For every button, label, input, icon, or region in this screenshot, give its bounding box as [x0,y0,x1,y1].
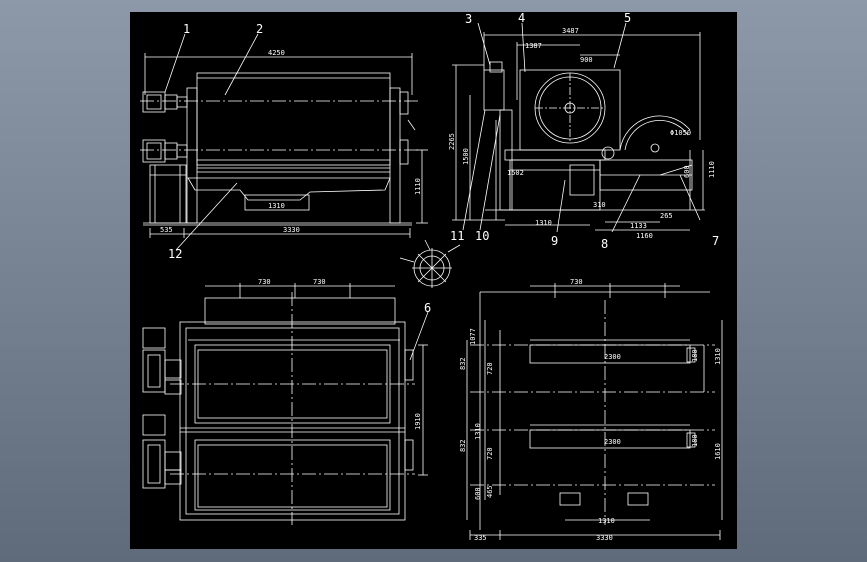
dim-found-left-c: 1310 [474,423,482,440]
dim-found-top-a: 730 [570,278,583,286]
callout-5: 5 [624,12,631,25]
dim-side-small: 310 [593,201,606,209]
dim-front-top-width: 4250 [268,49,285,57]
dim-side-small2: 265 [660,212,673,220]
dim-found-bottom-a: 1310 [598,517,615,525]
dim-side-bottom-a: 1310 [535,219,552,227]
callout-12: 12 [168,247,182,261]
callout-1: 1 [183,22,190,36]
dim-side-bottom-b: 1133 [630,222,647,230]
dim-side-right-a: 600 [683,165,691,178]
callout-2: 2 [256,22,263,36]
dim-found-left-b: 720 [486,362,494,375]
dim-plan-top-b: 730 [313,278,326,286]
dim-front-center: 1310 [268,202,285,210]
dim-side-h-mid: 1500 [462,148,470,165]
dim-side-top-c: 900 [580,56,593,64]
dim-found-slot-len: 2300 [604,353,621,361]
side-elevation-view [452,22,705,233]
callout-11: 11 [450,229,464,243]
dim-found-bottom-b: 3330 [596,534,613,542]
callout-4: 4 [518,12,525,25]
dim-side-top-b: 1387 [525,42,542,50]
dim-side-h-total: 2265 [448,133,456,150]
dim-side-bottom-c: 1160 [636,232,653,240]
foundation-plan-view [466,283,723,540]
dim-found-left-d: 832 [459,439,467,452]
dim-found-left-e: 720 [486,447,494,460]
dim-found-left-f: 465 [486,485,494,498]
dim-front-left-offset: 535 [160,226,173,234]
dim-side-top-a: 3487 [562,27,579,35]
drawing-canvas[interactable]: 4250 3330 535 1310 1110 1 2 12 [130,12,737,549]
dim-side-radius: Φ1050 [670,129,691,137]
dim-front-bottom-width: 3330 [283,226,300,234]
dim-found-right-a: 1310 [714,348,722,365]
dim-side-h-low: 1502 [507,169,524,177]
callout-3: 3 [465,12,472,26]
dim-found-left-top: 1077 [469,328,477,345]
section-detail-circle [399,239,461,288]
dim-side-right-b: 1110 [708,161,716,178]
callout-8: 8 [601,237,608,251]
callout-10: 10 [475,229,489,243]
dim-plan-top-a: 730 [258,278,271,286]
dim-found-left-g: 600 [474,487,482,500]
dim-found-slot-h: 180 [691,349,699,362]
dim-plan-right-h: 1910 [414,413,422,430]
dim-front-height: 1110 [414,178,422,195]
dim-found-right-b: 1610 [714,443,722,460]
callout-9: 9 [551,234,558,248]
dim-found-bottom-left: 335 [474,534,487,542]
dim-found-slot-len2: 2300 [604,438,621,446]
front-elevation-view [140,33,428,251]
dim-found-left-a: 832 [459,357,467,370]
dim-found-slot-h2: 180 [691,434,699,447]
callout-7: 7 [712,234,719,248]
plan-view [142,283,429,525]
callout-6: 6 [424,301,431,315]
